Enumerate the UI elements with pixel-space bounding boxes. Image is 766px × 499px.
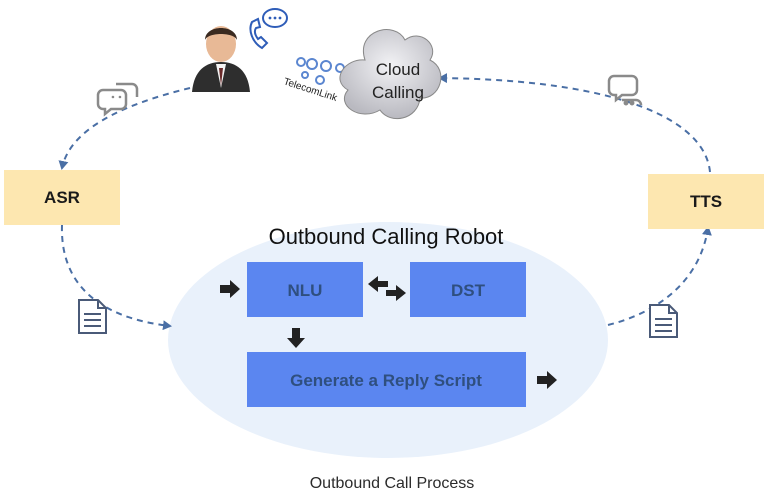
document-icon-left: [78, 299, 107, 334]
robot-title: Outbound Calling Robot: [269, 224, 504, 249]
robot-area: [168, 222, 608, 458]
signal-bubbles: [296, 57, 345, 85]
dst-label: DST: [451, 281, 486, 300]
chat-bubble-icon-left: [96, 82, 139, 117]
generate-label: Generate a Reply Script: [290, 371, 482, 390]
asr-label: ASR: [44, 188, 80, 207]
arrow-into-nlu-icon: [220, 280, 240, 298]
cloud-label-line2: Calling: [372, 83, 424, 102]
arrow-person-to-asr: [58, 87, 191, 170]
bidirectional-arrows-icon: [368, 276, 406, 301]
arrow-asr-to-robot: [60, 224, 172, 331]
document-icon-right: [649, 304, 678, 338]
nlu-module: NLU: [247, 262, 363, 317]
arrow-tts-to-cloud: [438, 73, 711, 173]
person-icon: [192, 26, 250, 92]
nlu-label: NLU: [288, 281, 323, 300]
tts-label: TTS: [690, 192, 722, 211]
flow-arrows: [58, 73, 712, 331]
arrow-nlu-down-icon: [287, 328, 305, 348]
cloud-icon: Cloud Calling: [339, 29, 442, 119]
telecom-link-label: TelecomLink: [282, 76, 339, 104]
tts-node: TTS: [648, 174, 764, 229]
diagram-caption: Outbound Call Process: [310, 475, 475, 492]
cloud-label-line1: Cloud: [376, 60, 420, 79]
dst-module: DST: [410, 262, 526, 317]
phone-icon: [249, 8, 288, 50]
arrow-output-icon: [537, 371, 557, 389]
asr-node: ASR: [4, 170, 120, 225]
generate-module: Generate a Reply Script: [247, 352, 526, 407]
chat-bubble-icon-right: [607, 74, 643, 106]
